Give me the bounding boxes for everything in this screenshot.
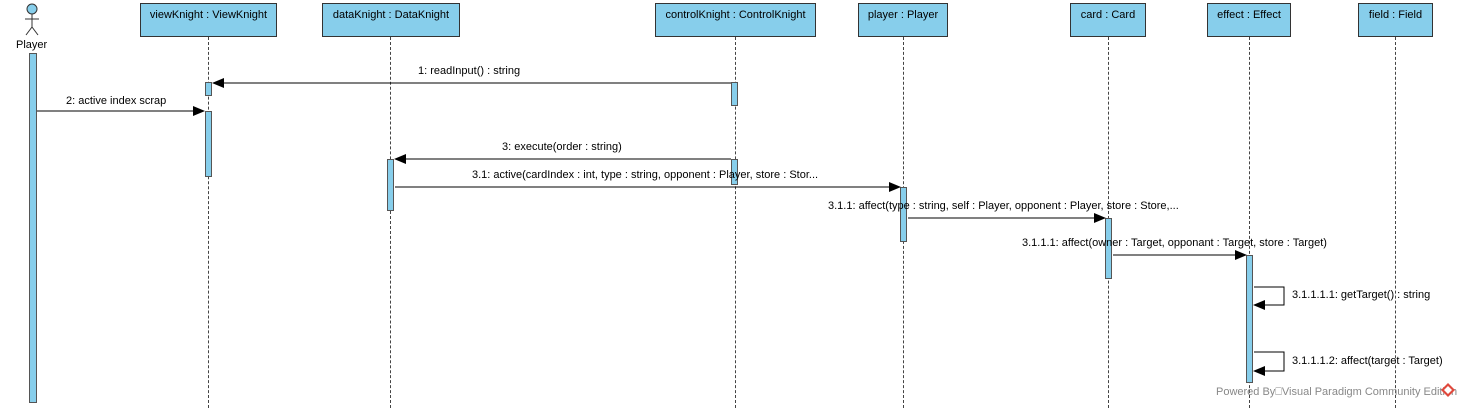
activation-viewknight-1 xyxy=(205,82,212,96)
lifeline-line-effect xyxy=(1249,37,1250,408)
message-label-3: 3: execute(order : string) xyxy=(502,141,622,153)
lifeline-head-viewknight: viewKnight : ViewKnight xyxy=(140,3,277,37)
lifeline-head-dataknight: dataKnight : DataKnight xyxy=(322,3,460,37)
message-arrow-3-1-1-1-2 xyxy=(1253,351,1285,376)
lifeline-head-player: player : Player xyxy=(858,3,948,37)
activation-player xyxy=(900,187,907,242)
actor-figure-icon xyxy=(25,3,39,36)
lifeline-line-controlknight xyxy=(735,37,736,408)
lifeline-head-effect: effect : Effect xyxy=(1207,3,1291,37)
lifeline-line-viewknight xyxy=(208,37,209,408)
activation-card xyxy=(1105,218,1112,279)
lifeline-head-controlknight: controlKnight : ControlKnight xyxy=(655,3,816,37)
message-label-3-1: 3.1: active(cardIndex : int, type : stri… xyxy=(472,169,819,181)
activation-actor-player xyxy=(29,53,37,403)
message-label-3-1-1-1: 3.1.1.1: affect(owner : Target, opponant… xyxy=(1022,237,1327,249)
lifeline-head-card: card : Card xyxy=(1070,3,1146,37)
activation-controlknight-1 xyxy=(731,82,738,106)
lifeline-head-field: field : Field xyxy=(1358,3,1433,37)
actor-label: Player xyxy=(16,39,48,51)
activation-controlknight-2 xyxy=(731,159,738,185)
message-label-3-1-1-1-2: 3.1.1.1.2: affect(target : Target) xyxy=(1292,355,1443,367)
lifeline-line-field xyxy=(1395,37,1396,408)
message-label-3-1-1-1-1: 3.1.1.1.1: getTarget() : string xyxy=(1292,289,1431,301)
message-label-3-1-1: 3.1.1: affect(type : string, self : Play… xyxy=(828,200,1179,212)
lifeline-line-dataknight xyxy=(390,37,391,408)
message-label-2: 2: active index scrap xyxy=(66,95,167,107)
activation-viewknight-2 xyxy=(205,111,212,177)
visual-paradigm-logo-icon xyxy=(1441,383,1455,397)
message-label-1: 1: readInput() : string xyxy=(418,65,521,77)
watermark-text: Powered By⎕Visual Paradigm Community Edi… xyxy=(1216,386,1458,398)
activation-dataknight xyxy=(387,159,394,211)
activation-effect xyxy=(1246,255,1253,383)
message-arrow-3-1-1-1-1 xyxy=(1253,286,1285,310)
